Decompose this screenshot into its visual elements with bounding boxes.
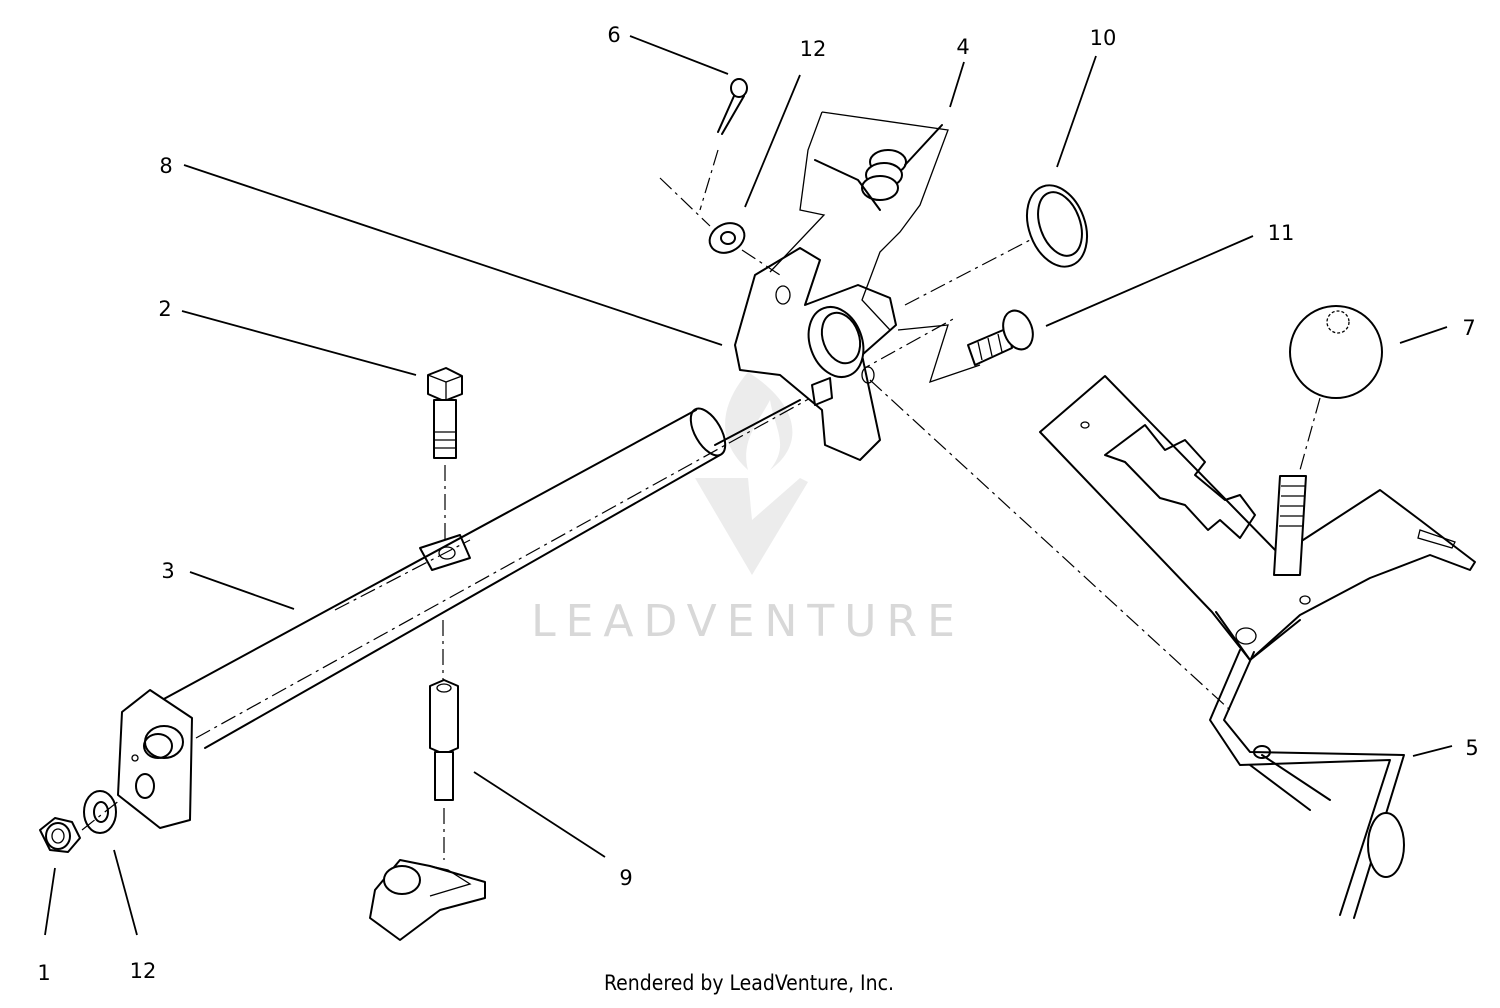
torsion-spring: [769, 111, 949, 331]
callout-10: 10: [1090, 26, 1117, 50]
shift-clip: [369, 859, 486, 941]
callout-9: 9: [619, 866, 632, 890]
shift-rod: [1209, 649, 1405, 919]
callout-12-upper: 12: [800, 37, 827, 61]
footer-credit: Rendered by LeadVenture, Inc.: [604, 971, 894, 995]
callout-11: 11: [1268, 221, 1295, 245]
threaded-stud: [429, 620, 459, 860]
pivot-bracket: [734, 247, 897, 461]
shift-knob: [1273, 305, 1383, 576]
shift-plate: [1039, 375, 1476, 661]
callout-4: 4: [956, 35, 969, 59]
shaft-tube: [117, 399, 801, 829]
watermark-text: LEADVENTURE: [531, 596, 965, 647]
flat-washer-lower: [83, 790, 117, 834]
callout-7: 7: [1462, 316, 1475, 340]
callout-3: 3: [161, 559, 174, 583]
flat-washer-upper: [659, 177, 781, 276]
callout-1: 1: [37, 961, 50, 985]
rod-center-line: [869, 379, 1231, 711]
watermark-logo: [695, 372, 808, 575]
lock-nut: [39, 817, 81, 853]
spacer-washer: [904, 184, 1088, 306]
callout-6: 6: [607, 23, 620, 47]
callout-2: 2: [158, 297, 171, 321]
carriage-screw: [897, 309, 1034, 384]
callout-12-lower: 12: [130, 959, 157, 983]
hex-bolt: [427, 367, 463, 540]
callout-5: 5: [1465, 736, 1478, 760]
callout-8: 8: [159, 154, 172, 178]
leader-lines: [44, 35, 1453, 936]
cotter-pin: [699, 78, 748, 211]
